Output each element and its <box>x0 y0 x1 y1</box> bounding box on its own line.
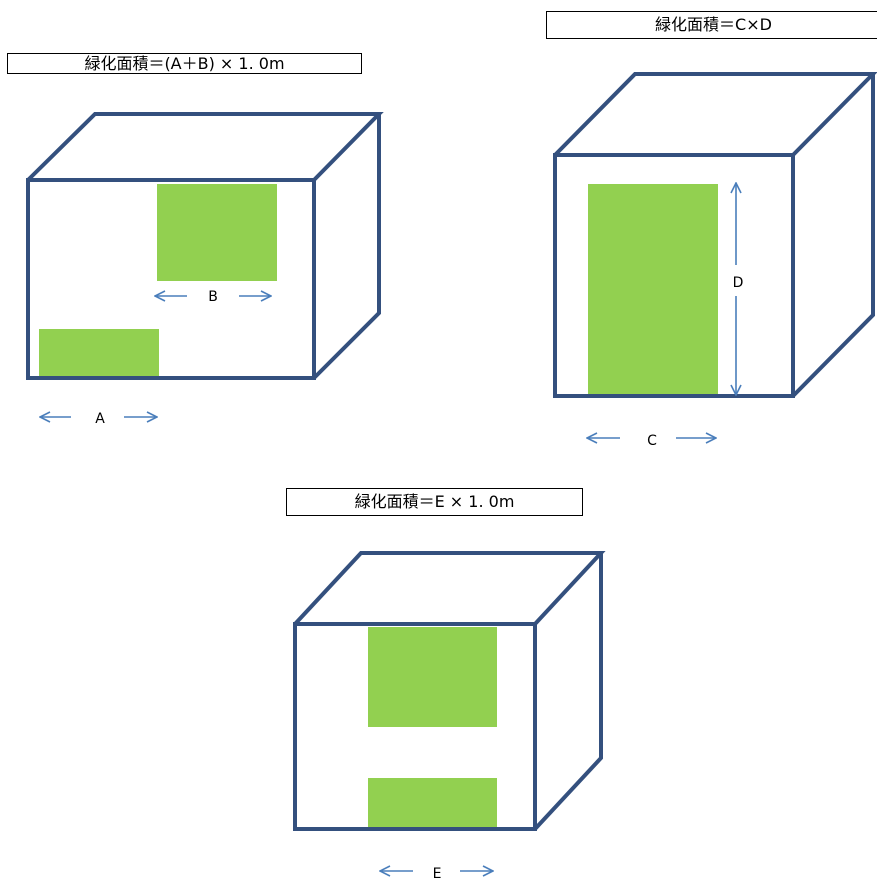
greenery-e-top <box>368 627 497 727</box>
label-a: A <box>95 411 105 427</box>
label-c: C <box>647 433 657 449</box>
box-cd-outline <box>553 72 877 398</box>
box-ab: B A <box>26 112 384 427</box>
box-e-outline <box>293 551 606 831</box>
greenery-b <box>157 184 277 281</box>
label-e: E <box>433 866 442 881</box>
formula-ab-text: 緑化面積＝(A＋B) × 1. 0m <box>84 53 285 73</box>
label-d: D <box>733 275 744 291</box>
formula-ab: 緑化面積＝(A＋B) × 1. 0m <box>7 53 362 74</box>
box-cd: D C <box>553 72 877 449</box>
box-ab-outline <box>26 112 384 380</box>
greenery-cd <box>588 184 718 396</box>
box-e: E <box>293 551 606 881</box>
label-b: B <box>208 289 218 305</box>
formula-cd-text: 緑化面積＝C×D <box>655 15 772 34</box>
formula-e: 緑化面積＝E × 1. 0m <box>286 488 583 516</box>
greenery-e-bottom <box>368 778 497 829</box>
formula-cd: 緑化面積＝C×D <box>546 11 877 39</box>
formula-e-text: 緑化面積＝E × 1. 0m <box>354 492 515 511</box>
greenery-a <box>39 329 159 378</box>
